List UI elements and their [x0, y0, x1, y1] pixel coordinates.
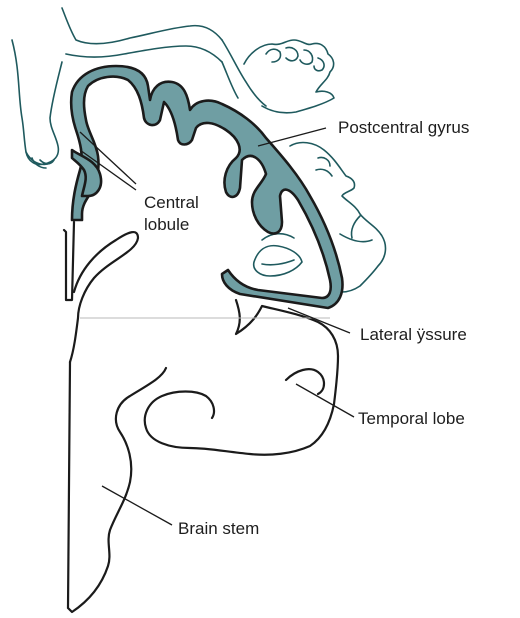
cortex-gray-matter	[71, 66, 342, 308]
leader-temporal-lobe	[296, 384, 354, 417]
homunculus-trunk	[62, 8, 222, 62]
medial-surface	[64, 222, 74, 300]
homunculus-mouth	[262, 234, 294, 240]
homunculus-tongue	[254, 246, 302, 276]
leader-postcentral-gyrus	[258, 128, 326, 146]
homunculus-eye	[316, 157, 332, 176]
homunculus-lips	[340, 216, 372, 242]
labels: Postcentral gyrus Central lobule Lateral…	[144, 118, 469, 538]
homunculus-arm	[222, 40, 266, 106]
label-central-lobule-line1: Central	[144, 193, 199, 212]
temporal-lobe-outline	[145, 300, 338, 455]
label-postcentral-gyrus: Postcentral gyrus	[338, 118, 469, 137]
brain-stem-outline	[68, 362, 166, 612]
label-central-lobule-line2: lobule	[144, 215, 189, 234]
homunculus-hand	[244, 40, 334, 113]
homunculus-tongue-line	[262, 260, 294, 265]
leader-brain-stem	[102, 486, 172, 525]
leader-lateral-fissure	[288, 308, 350, 333]
white-matter-outline	[70, 232, 138, 362]
label-lateral-fissure: Lateral ÿssure	[360, 325, 467, 344]
label-brain-stem: Brain stem	[178, 519, 259, 538]
homunculus-fingers	[266, 47, 324, 70]
brain-outline	[64, 222, 338, 612]
temporal-sulcus	[286, 369, 324, 394]
label-temporal-lobe: Temporal lobe	[358, 409, 465, 428]
homunculus-leg	[12, 40, 62, 165]
leader-lines	[80, 128, 354, 525]
